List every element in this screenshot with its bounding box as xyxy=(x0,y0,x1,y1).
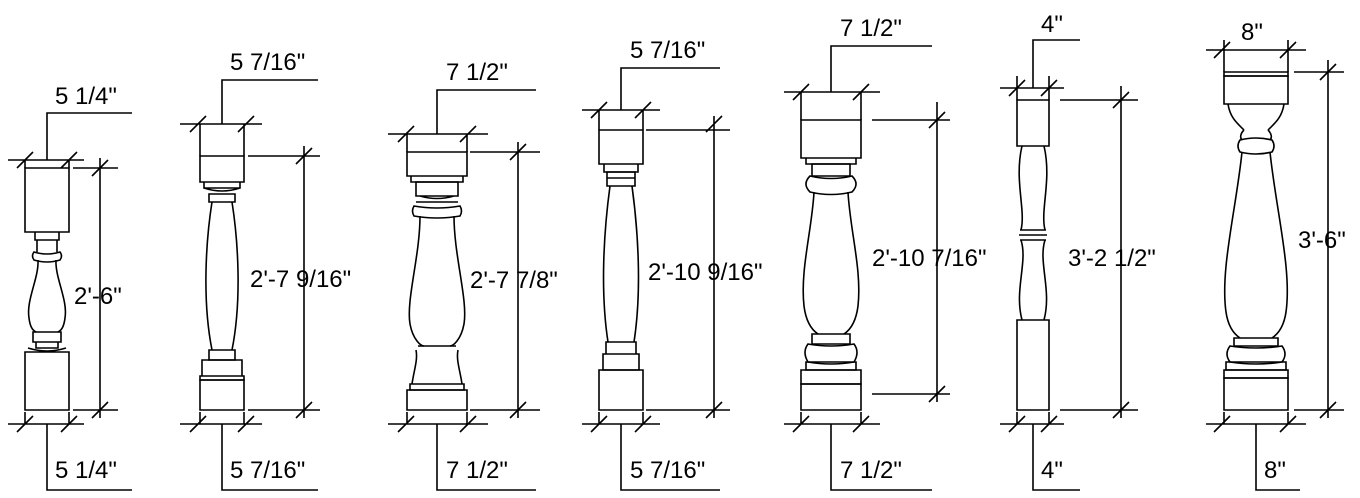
baluster-1-dimensions: 5 1/4" 2'-6" 5 1/4" xyxy=(8,83,132,491)
baluster-3-top-width: 7 1/2" xyxy=(446,59,508,86)
baluster-7-dimensions: 8" 3'-6" 8" xyxy=(1206,19,1346,491)
baluster-4-bottom-width: 5 7/16" xyxy=(630,457,705,484)
baluster-2-top-width: 5 7/16" xyxy=(230,49,305,76)
baluster-1 xyxy=(24,167,70,411)
baluster-5 xyxy=(800,119,862,411)
baluster-6-top-width: 4" xyxy=(1041,11,1063,38)
baluster-4-dimensions: 5 7/16" 2'-10 9/16" 5 7/16" xyxy=(582,37,763,491)
baluster-7 xyxy=(1223,71,1289,411)
baluster-5-bottom-width: 7 1/2" xyxy=(840,457,902,484)
baluster-7-top-width: 8" xyxy=(1241,19,1263,46)
baluster-7-bottom-width: 8" xyxy=(1264,457,1286,484)
baluster-5-height: 2'-10 7/16" xyxy=(872,245,987,272)
baluster-4-top-width: 5 7/16" xyxy=(630,37,705,64)
baluster-6 xyxy=(1016,99,1050,411)
baluster-2-bottom-width: 5 7/16" xyxy=(230,457,305,484)
baluster-4 xyxy=(598,129,644,411)
baluster-1-height: 2'-6" xyxy=(74,283,122,310)
baluster-3 xyxy=(406,151,468,411)
baluster-1-bottom-width: 5 1/4" xyxy=(55,457,117,484)
baluster-6-bottom-width: 4" xyxy=(1041,457,1063,484)
baluster-3-height: 2'-7 7/8" xyxy=(470,267,558,294)
baluster-6-dimensions: 4" 3'-2 1/2" 4" xyxy=(1000,11,1156,491)
baluster-3-bottom-width: 7 1/2" xyxy=(446,457,508,484)
baluster-4-height: 2'-10 9/16" xyxy=(648,259,763,286)
baluster-2-dimensions: 5 7/16" 2'-7 9/16" 5 7/16" xyxy=(180,49,351,491)
baluster-3-dimensions: 7 1/2" 2'-7 7/8" 7 1/2" xyxy=(388,59,558,491)
baluster-2-height: 2'-7 9/16" xyxy=(250,266,351,293)
baluster-7-height: 3'-6" xyxy=(1298,227,1346,254)
baluster-1-top-width: 5 1/4" xyxy=(55,83,117,110)
baluster-6-height: 3'-2 1/2" xyxy=(1068,245,1156,272)
baluster-2 xyxy=(199,155,245,411)
baluster-5-top-width: 7 1/2" xyxy=(840,15,902,42)
baluster-5-dimensions: 7 1/2" 2'-10 7/16" 7 1/2" xyxy=(784,15,987,491)
